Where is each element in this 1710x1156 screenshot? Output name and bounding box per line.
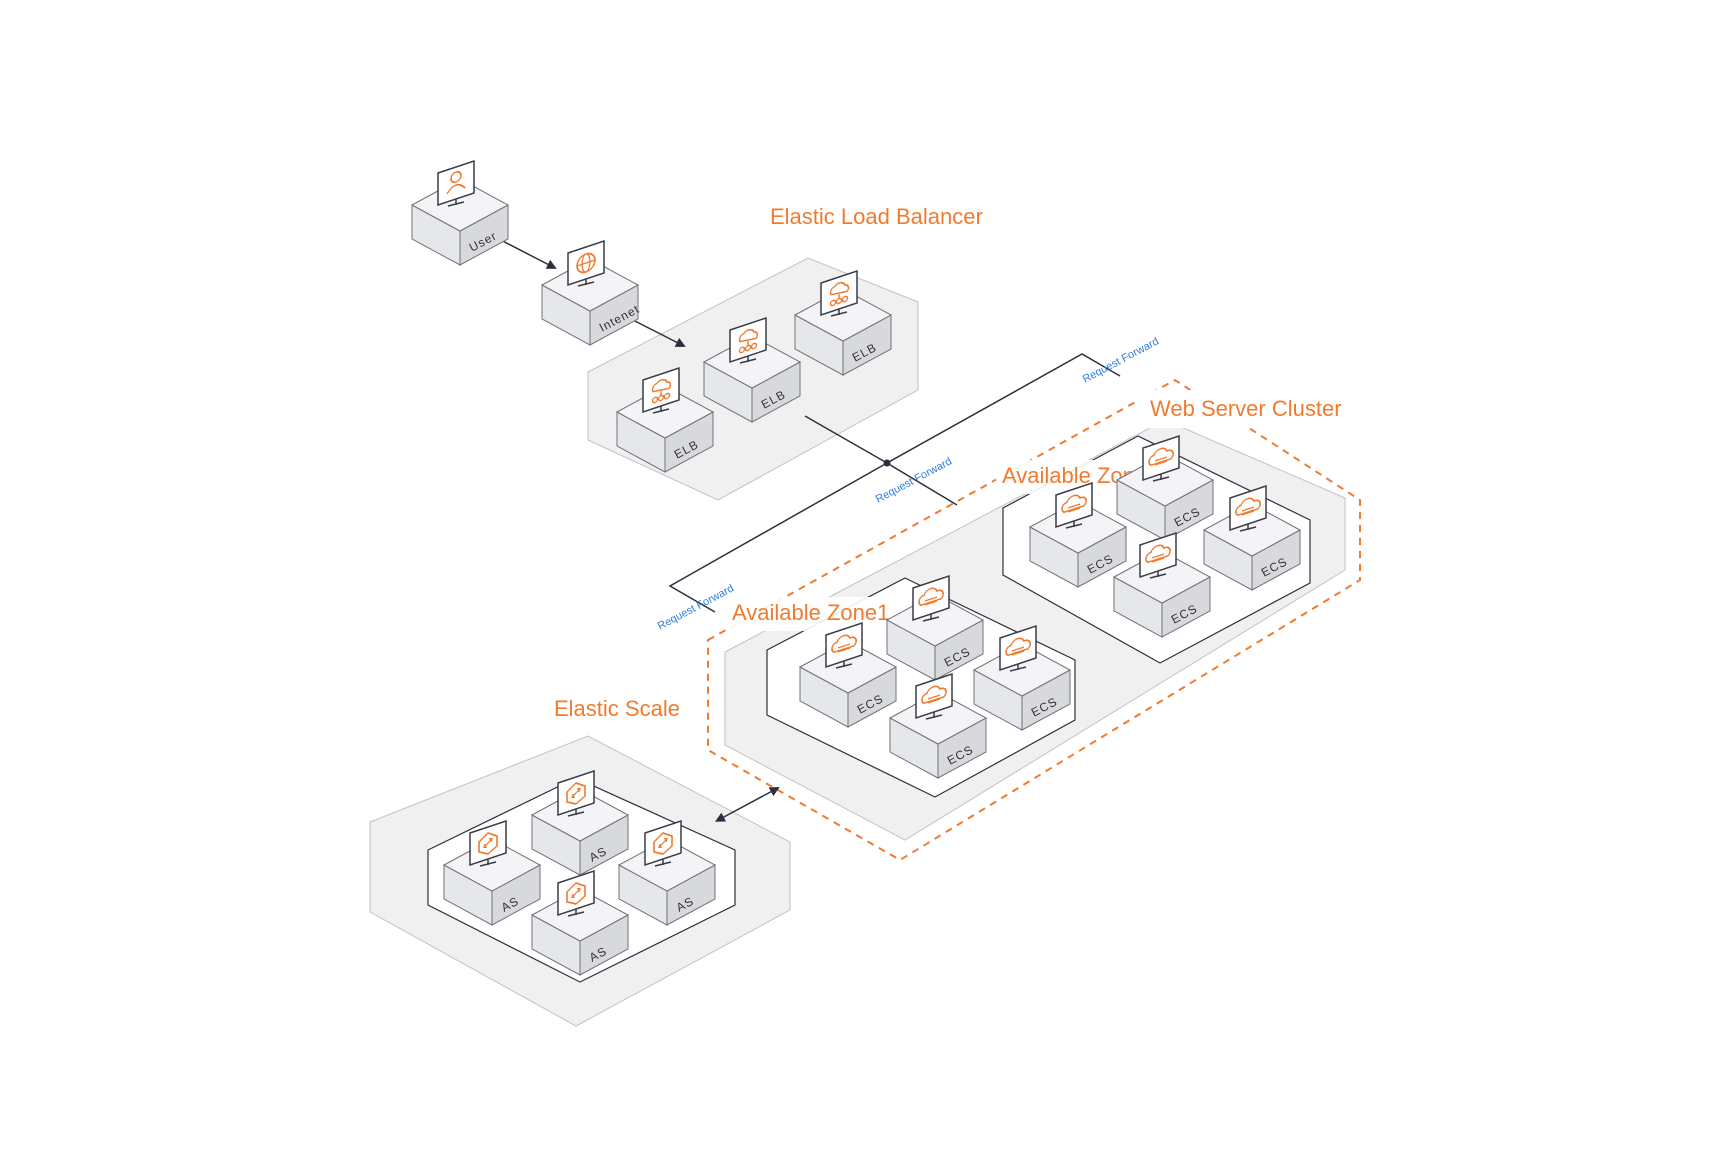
monitor-base [567,911,585,917]
monitor-base [1065,523,1083,529]
monitor-base [1239,526,1257,532]
monitor-base [835,663,853,669]
elb-icon [829,281,850,307]
monitor-screen [999,624,1037,672]
request-forward-line-top [886,353,1121,464]
ecs-monitor [825,621,863,669]
user-node: User [410,159,510,266]
as-node: AS [530,869,630,976]
elastic-load-balancer-title: Elastic Load Balancer [770,204,983,229]
globe-icon [576,252,596,274]
monitor-base [922,616,940,622]
monitor-base [479,861,497,867]
ecs-node: ECS [885,574,985,681]
as-node: AS [442,819,542,926]
junction-dot [883,459,891,467]
ecs-monitor [1139,531,1177,579]
internet-node: Intenet [540,239,642,346]
elastic-scale-title: Elastic Scale [554,696,680,721]
monitor-base [577,281,595,287]
ecs-monitor [1142,434,1180,482]
web-server-cluster-outline [707,378,1361,862]
ecs-node: ECS [1202,484,1302,591]
monitor-base [567,811,585,817]
elb-monitor [820,269,858,317]
scale-link-arrow [714,787,780,822]
ecs-icon [1145,544,1171,564]
web-server-cluster-title: Web Server Cluster [1150,396,1342,421]
ecs-node: ECS [1115,434,1215,541]
web-server-cluster-title-bg [1138,390,1376,428]
ecs-icon [1061,494,1087,514]
as-monitor [644,819,682,867]
zone1-title-bg [726,597,908,631]
available-zone1-title: Available Zone1 [732,600,889,625]
ecs-icon [918,587,944,607]
monitor-screen [1229,484,1267,532]
elb-icon [651,378,672,404]
monitor-base [652,408,670,414]
elb-node: ELB [615,366,715,473]
ecs-monitor [915,672,953,720]
ecs-node: ECS [798,621,898,728]
monitor-screen [1142,434,1180,482]
monitor-base [739,358,757,364]
elb-monitor [642,366,680,414]
ecs-icon [1148,447,1174,467]
internet-monitor [567,239,605,287]
elb-node: ELB [793,269,893,376]
monitor-screen [437,159,475,207]
monitor-base [1009,666,1027,672]
monitor-base [447,201,465,207]
as-monitor [557,769,595,817]
as-icon [566,882,586,905]
ecs-node: ECS [888,672,988,779]
monitor-screen [1139,531,1177,579]
as-monitor [557,869,595,917]
user-icon [446,170,466,195]
as-icon [478,832,498,855]
request-forward-label-left: Request Forward [656,582,736,632]
ecs-node: ECS [1028,481,1128,588]
ecs-node: ECS [972,624,1072,731]
ecs-icon [831,634,857,654]
ecs-icon [1005,637,1031,657]
ecs-monitor [999,624,1037,672]
as-icon [566,782,586,805]
as-node: AS [530,769,630,876]
ecs-monitor [1229,484,1267,532]
monitor-base [1149,573,1167,579]
monitor-base [654,861,672,867]
monitor-base [830,311,848,317]
elb-monitor [729,316,767,364]
monitor-screen [1055,481,1093,529]
ecs-icon [1235,497,1261,517]
elb-node: ELB [702,316,802,423]
elb-icon [738,328,759,354]
request-forward-line-left [668,462,888,613]
monitor-base [1152,476,1170,482]
monitor-base [925,714,943,720]
as-node: AS [617,819,717,926]
ecs-monitor [1055,481,1093,529]
as-monitor [469,819,507,867]
as-icon [653,832,673,855]
ecs-icon [921,685,947,705]
ecs-node: ECS [1112,531,1212,638]
user-monitor [437,159,475,207]
monitor-screen [912,574,950,622]
monitor-screen [915,672,953,720]
ecs-monitor [912,574,950,622]
monitor-screen [825,621,863,669]
